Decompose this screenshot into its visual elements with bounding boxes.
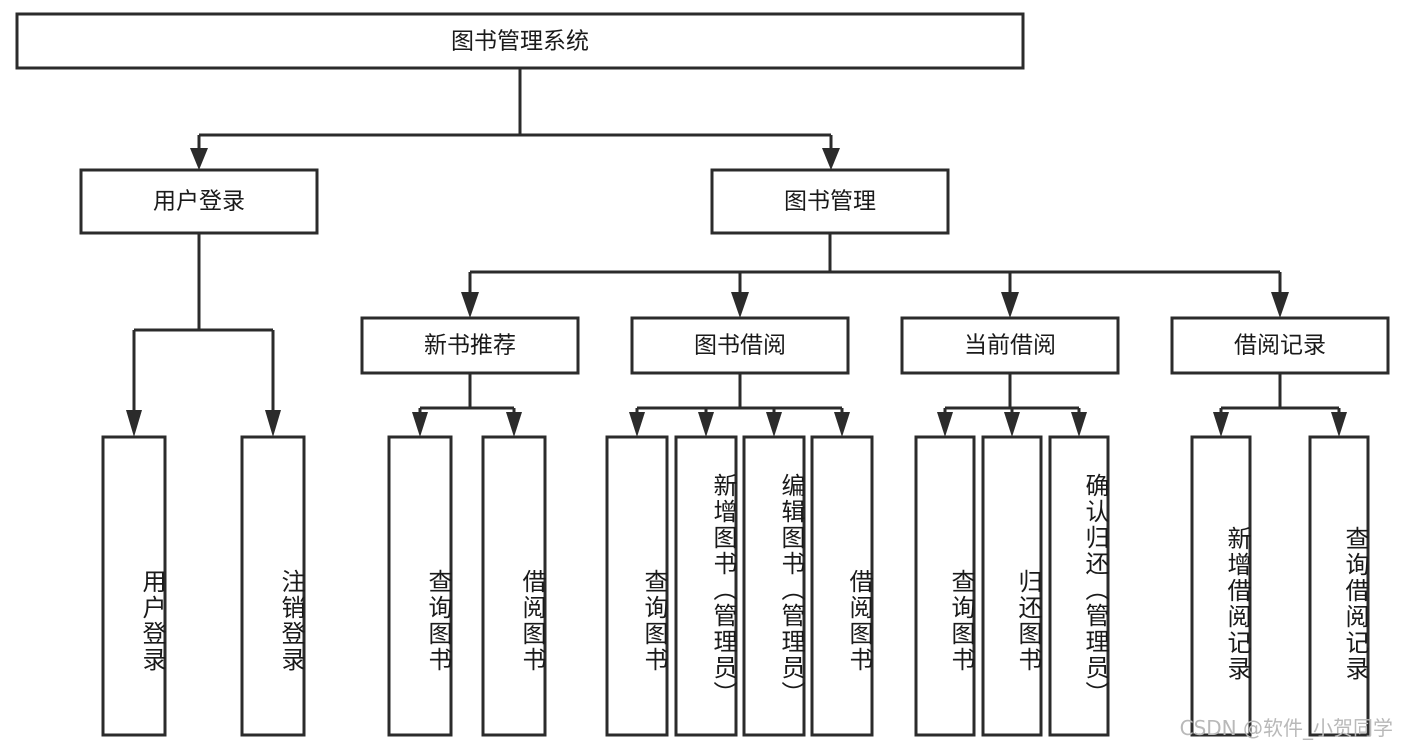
arrow-head-icon (834, 412, 850, 437)
leaf-query-book-3-box[interactable] (914, 435, 976, 737)
node-current-borrow[interactable]: 当前借阅 (900, 316, 1120, 375)
node-user-login[interactable]: 用户登录 (79, 168, 319, 235)
arrow-head-icon (190, 148, 208, 170)
root-box[interactable] (15, 12, 1025, 70)
leaf-add-book-box[interactable] (674, 435, 738, 737)
edge-book-manage-to-level3 (461, 233, 1289, 318)
node-new-book-rec[interactable]: 新书推荐 (360, 316, 580, 375)
book-borrow-label: 图书借阅 (694, 333, 786, 359)
node-borrow-record[interactable]: 借阅记录 (1170, 316, 1390, 375)
current-borrow-box[interactable] (900, 316, 1120, 375)
leaf-borrow-book-2-box[interactable] (810, 435, 874, 737)
leaf-confirm-return-box[interactable] (1048, 435, 1110, 737)
edge-book-borrow-to-leaves (629, 373, 850, 437)
leaf-user-logout-box[interactable] (240, 435, 306, 737)
root-label: 图书管理系统 (451, 29, 589, 55)
book-manage-label: 图书管理 (784, 189, 876, 215)
arrow-head-icon (937, 412, 953, 437)
arrow-head-icon (629, 412, 645, 437)
edge-root-to-level2 (190, 68, 840, 170)
borrow-record-label: 借阅记录 (1234, 333, 1326, 359)
arrow-head-icon (265, 410, 281, 437)
arrow-head-icon (126, 410, 142, 437)
arrow-head-icon (822, 148, 840, 170)
arrow-head-icon (506, 412, 522, 437)
node-book-manage[interactable]: 图书管理 (710, 168, 950, 235)
leaf-borrow-book-1-box[interactable] (481, 435, 547, 737)
arrow-head-icon (698, 412, 714, 437)
user-login-box[interactable] (79, 168, 319, 235)
current-borrow-label: 当前借阅 (964, 333, 1056, 359)
user-login-label: 用户登录 (153, 189, 245, 215)
new-book-rec-label: 新书推荐 (424, 333, 516, 359)
node-root[interactable]: 图书管理系统 (15, 12, 1025, 70)
node-book-borrow[interactable]: 图书借阅 (630, 316, 850, 375)
arrow-head-icon (1271, 292, 1289, 318)
leaf-edit-book-box[interactable] (742, 435, 806, 737)
leaf-return-book-box[interactable] (981, 435, 1043, 737)
leaf-user-login-box[interactable] (101, 435, 167, 737)
arrow-head-icon (1331, 412, 1347, 437)
edge-current-borrow-to-leaves (937, 373, 1087, 437)
arrow-head-icon (1004, 412, 1020, 437)
leaf-query-record-box[interactable] (1308, 435, 1370, 737)
edge-borrow-record-to-leaves (1213, 373, 1347, 437)
arrow-head-icon (461, 292, 479, 318)
csdn-watermark: CSDN @软件_小贺同学 (1179, 716, 1393, 740)
leaf-add-record-box[interactable] (1190, 435, 1252, 737)
arrow-head-icon (766, 412, 782, 437)
leaf-query-book-2-box[interactable] (605, 435, 669, 737)
arrow-head-icon (1001, 292, 1019, 318)
leaf-query-book-1-box[interactable] (387, 435, 453, 737)
new-book-rec-box[interactable] (360, 316, 580, 375)
leaf-boxes (101, 435, 1370, 737)
arrow-head-icon (412, 412, 428, 437)
arrow-head-icon (731, 292, 749, 318)
edge-new-book-rec-to-leaves (412, 373, 522, 437)
edge-user-login-to-leaves (126, 233, 281, 437)
arrow-head-icon (1071, 412, 1087, 437)
arrow-head-icon (1213, 412, 1229, 437)
